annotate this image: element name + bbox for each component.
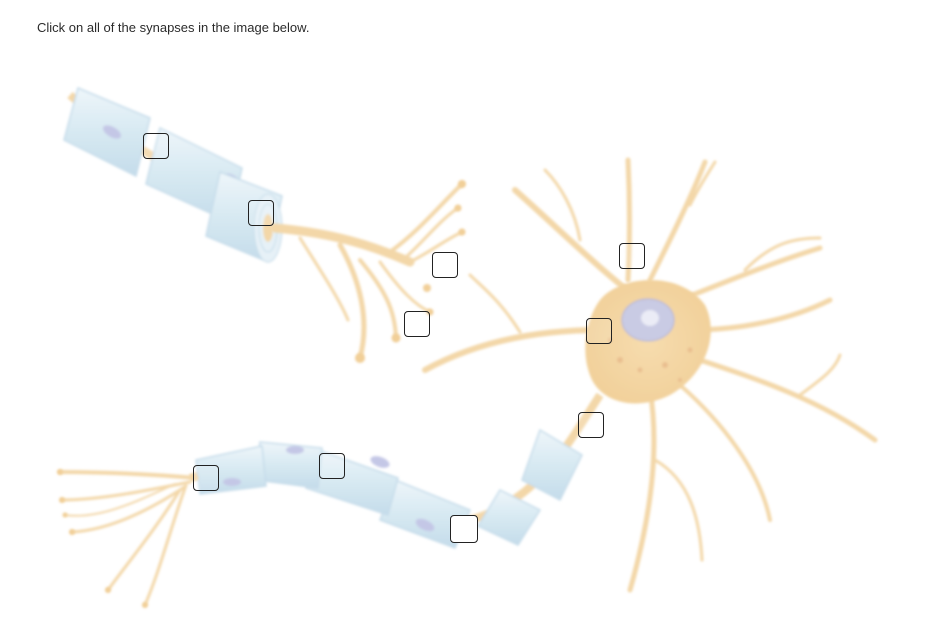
lower-axon [188, 392, 604, 549]
synapse-hotspot-6[interactable] [586, 318, 612, 344]
synapse-hotspot-5[interactable] [619, 243, 645, 269]
synapse-hotspot-2[interactable] [248, 200, 274, 226]
question-prompt: Click on all of the synapses in the imag… [37, 20, 310, 35]
myelin-sheath-lower-2 [476, 489, 542, 546]
synapse-hotspot-9[interactable] [319, 453, 345, 479]
terminal-knobs [355, 180, 466, 363]
soma [585, 280, 711, 404]
myelin-sheath-upper-1 [63, 86, 151, 178]
myelin-sheath-lower-1 [521, 428, 583, 502]
synapse-hotspot-1[interactable] [143, 133, 169, 159]
synapse-hotspot-3[interactable] [432, 252, 458, 278]
upper-axon-terminals [270, 182, 464, 361]
synapse-hotspot-8[interactable] [193, 465, 219, 491]
synapse-hotspot-4[interactable] [404, 311, 430, 337]
synapse-hotspot-10[interactable] [450, 515, 478, 543]
soma-dendrites [422, 157, 878, 593]
lower-axon-terminals [58, 470, 198, 607]
myelin-sheath-lower-6 [195, 445, 267, 495]
myelin-sheath-upper-3 [205, 170, 283, 264]
upper-axon [63, 86, 283, 264]
synapse-hotspot-7[interactable] [578, 412, 604, 438]
